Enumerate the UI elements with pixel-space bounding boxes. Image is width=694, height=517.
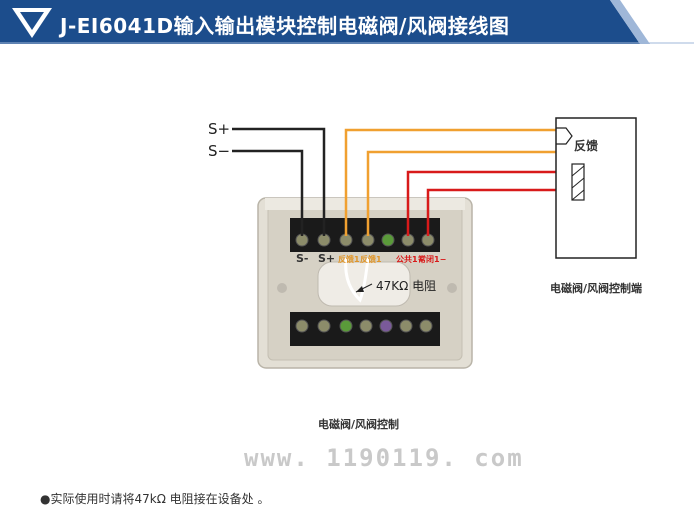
header-banner xyxy=(0,0,694,44)
terminal-label-s-minus: S- xyxy=(296,252,309,265)
feedback-label: 反馈 xyxy=(574,139,599,153)
resistor-label: 47KΩ 电阻 xyxy=(376,279,437,293)
bottom-terminal-screws xyxy=(295,319,433,333)
valve-control-box xyxy=(555,117,637,259)
footnote: ●实际使用时请将47kΩ 电阻接在设备处 。 xyxy=(40,492,270,506)
terminal-label-nc: 常闭1− xyxy=(418,255,447,264)
resistor-47k xyxy=(344,257,370,303)
wire-s-minus xyxy=(232,149,304,236)
s-plus-label: S+ xyxy=(208,120,231,138)
top-terminal-screws xyxy=(295,233,435,247)
wire-feedback-2 xyxy=(366,150,560,236)
wire-common xyxy=(406,170,572,236)
terminal-label-feedback-2: 反馈1 xyxy=(360,255,382,264)
terminal-label-feedback-1: 反馈1 xyxy=(338,255,360,264)
wire-s-plus xyxy=(232,127,326,236)
terminal-label-s-plus: S+ xyxy=(318,252,336,265)
feedback-contact-icon xyxy=(556,127,573,145)
watermark-url: www. 1190119. com xyxy=(244,444,524,472)
module-caption: 电磁阀/风阀控制 xyxy=(318,418,400,431)
valve-caption: 电磁阀/风阀控制端 xyxy=(550,282,643,295)
wire-nc xyxy=(426,188,572,236)
page-title: J-EI6041D输入输出模块控制电磁阀/风阀接线图 xyxy=(60,14,510,38)
terminal-label-common: 公共1+ xyxy=(396,255,425,264)
s-minus-label: S− xyxy=(208,142,231,160)
